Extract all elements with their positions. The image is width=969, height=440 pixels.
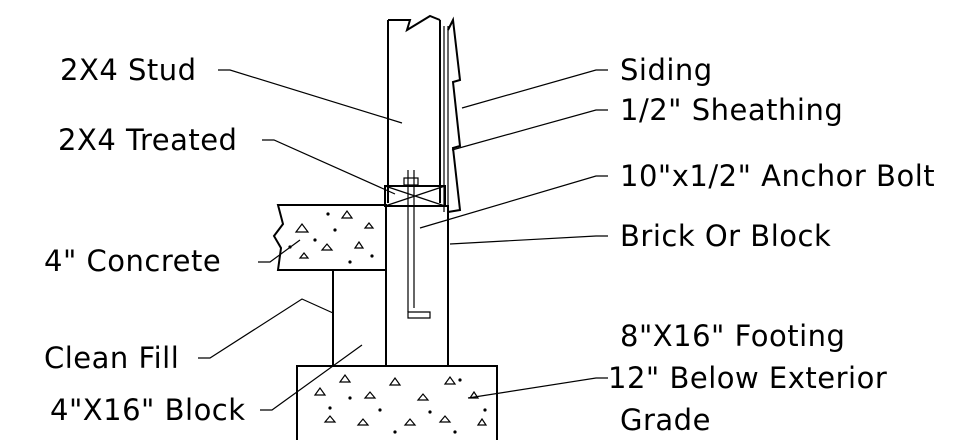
treated-plate <box>384 185 446 207</box>
siding-wedges <box>443 16 462 213</box>
leader-lines-left <box>198 69 403 411</box>
label-siding: Siding <box>620 53 713 87</box>
label-block: 4"X16" Block <box>50 393 246 427</box>
label-brick-or-block: Brick Or Block <box>620 219 831 253</box>
concrete-slab <box>272 204 387 271</box>
label-clean-fill: Clean Fill <box>44 341 179 375</box>
label-sheathing: 1/2" Sheathing <box>620 93 843 127</box>
label-anchor-bolt: 10"x1/2" Anchor Bolt <box>620 159 935 193</box>
label-footing-line1: 8"X16" Footing <box>620 319 845 353</box>
footing <box>296 365 498 440</box>
label-2x4-stud: 2X4 Stud <box>60 53 197 87</box>
label-footing-line2: 12" Below Exterior <box>608 361 887 395</box>
label-footing-line3: Grade <box>620 403 711 437</box>
label-concrete: 4" Concrete <box>44 244 221 278</box>
leader-lines-right <box>419 69 608 399</box>
brick-wall <box>385 205 449 367</box>
anchor-bolt <box>403 170 431 319</box>
block-4x16 <box>332 269 387 367</box>
stud-member <box>387 14 441 203</box>
label-2x4-treated: 2X4 Treated <box>58 123 237 157</box>
